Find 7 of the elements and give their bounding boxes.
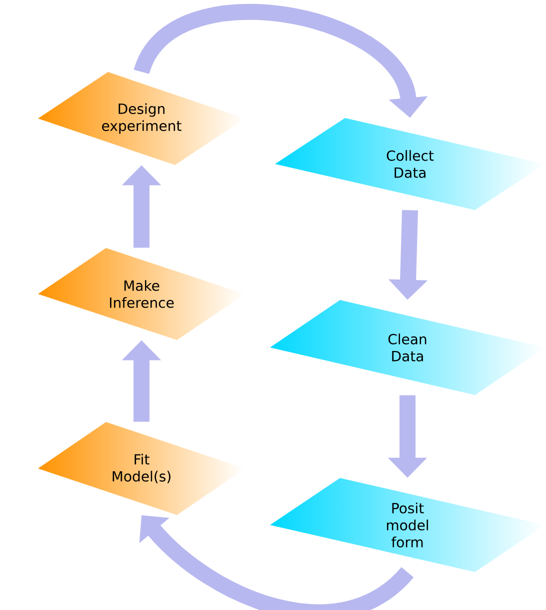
process-parallelogram: Fit Model(s): [112, 454, 170, 484]
process-parallelogram: Design experiment: [102, 103, 182, 134]
block-arrow: [139, 515, 414, 610]
process-parallelogram: Make Inference: [110, 280, 174, 308]
process-parallelogram: Collect Data: [386, 150, 434, 178]
process-parallelogram: Posit model form: [386, 502, 428, 548]
process-parallelogram: Clean Data: [388, 334, 426, 362]
